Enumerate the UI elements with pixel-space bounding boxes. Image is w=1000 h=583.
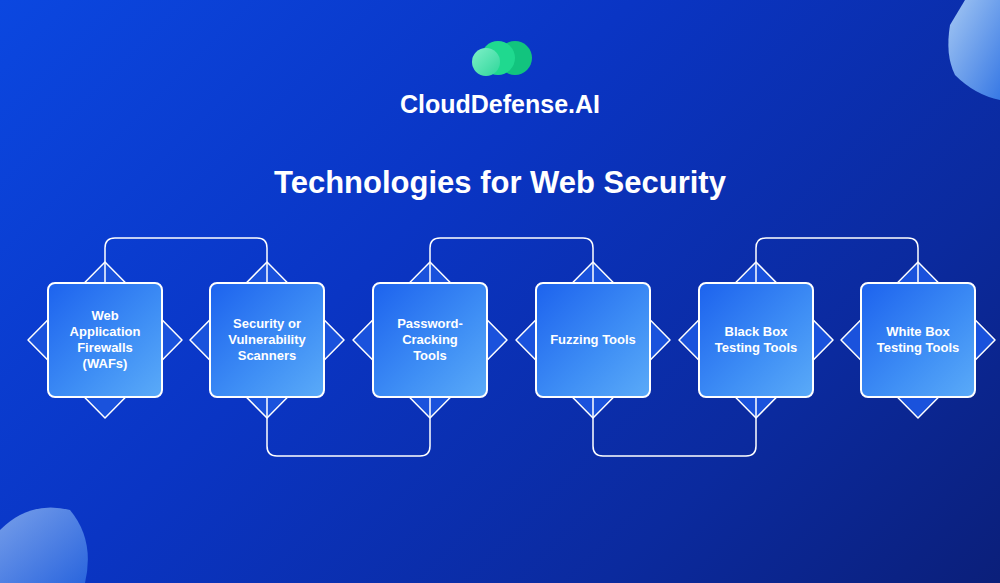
- loop-connector: [593, 398, 756, 456]
- loop-connector: [756, 238, 918, 282]
- tool-box: White Box Testing Tools: [860, 282, 976, 398]
- diamond-outline: [679, 262, 833, 418]
- diamond-outline: [841, 262, 995, 418]
- tool-box: Security or Vulnerability Scanners: [209, 282, 325, 398]
- tool-box: Password- Cracking Tools: [372, 282, 488, 398]
- box-label: Security or Vulnerability Scanners: [221, 316, 313, 364]
- box-label: Web Application Firewalls (WAFs): [59, 308, 151, 372]
- diamond-outline: [190, 262, 344, 418]
- loop-connector: [105, 238, 267, 282]
- diamond-outline: [28, 262, 182, 418]
- tool-box: Fuzzing Tools: [535, 282, 651, 398]
- shield-decor: [0, 508, 88, 583]
- box-label: Black Box Testing Tools: [710, 324, 802, 356]
- box-label: Fuzzing Tools: [550, 332, 636, 348]
- brand-name: CloudDefense.AI: [0, 90, 1000, 119]
- diamond-outline: [516, 262, 670, 418]
- shield-decor: [948, 0, 1000, 100]
- box-label: White Box Testing Tools: [872, 324, 964, 356]
- tool-box: Black Box Testing Tools: [698, 282, 814, 398]
- box-label: Password- Cracking Tools: [384, 316, 476, 364]
- diagram-title: Technologies for Web Security: [0, 165, 1000, 201]
- loop-connector: [267, 398, 430, 456]
- loop-connector: [430, 238, 593, 282]
- tool-box: Web Application Firewalls (WAFs): [47, 282, 163, 398]
- diamond-outline: [353, 262, 507, 418]
- logo-mark: [472, 41, 532, 76]
